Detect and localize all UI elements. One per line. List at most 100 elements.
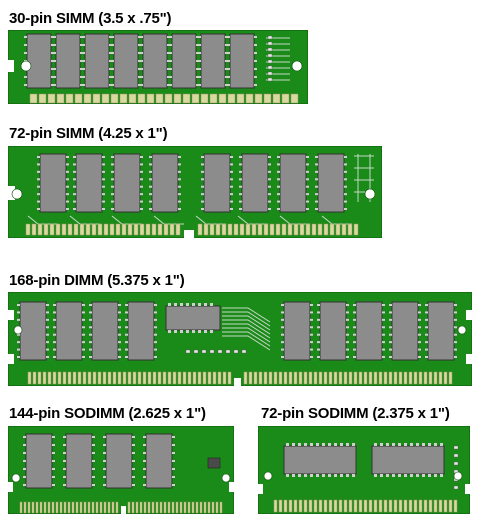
- chip-leg: [140, 208, 143, 210]
- chip-leg: [172, 460, 175, 462]
- contact-pin: [254, 93, 263, 104]
- chip-leg: [418, 356, 421, 358]
- chip-leg: [17, 311, 20, 314]
- chip-leg: [186, 303, 189, 306]
- contact-pin: [243, 371, 248, 385]
- chip-leg: [178, 156, 181, 158]
- chip-leg: [138, 68, 141, 70]
- contact-pin: [433, 371, 438, 385]
- contact-pin: [71, 501, 75, 514]
- chip-leg: [317, 311, 320, 314]
- contact-pin: [74, 93, 83, 104]
- chip-leg: [80, 68, 83, 70]
- contact-pin: [202, 371, 207, 385]
- chip-leg: [17, 318, 20, 321]
- chip-leg: [425, 333, 428, 336]
- chip-leg: [268, 170, 271, 173]
- chip-leg: [92, 436, 95, 438]
- board-notch: [229, 482, 234, 492]
- contact-pin: [200, 93, 209, 104]
- contact-pin: [175, 501, 179, 514]
- chip-leg: [23, 452, 26, 454]
- contact-pin: [109, 223, 115, 236]
- chip-leg: [53, 60, 56, 62]
- contact-pin: [227, 223, 233, 236]
- chip-leg: [154, 348, 157, 351]
- contact-pin: [245, 93, 254, 104]
- chip-leg: [196, 76, 199, 78]
- chip-leg: [132, 444, 135, 446]
- chip-leg: [239, 200, 242, 203]
- chip-leg: [315, 193, 318, 196]
- contact-pin: [408, 499, 413, 513]
- chip-leg: [386, 443, 389, 446]
- chip-leg: [353, 304, 356, 306]
- chip-leg: [169, 44, 172, 46]
- chip-leg: [102, 193, 105, 196]
- chip-leg: [382, 304, 385, 306]
- chip-leg: [125, 304, 128, 306]
- contact-pin: [38, 93, 47, 104]
- smd-component: [241, 349, 247, 354]
- simm72-module-image: [8, 146, 382, 238]
- chip-leg: [82, 36, 85, 38]
- chip-leg: [230, 200, 233, 203]
- contact-pin: [131, 501, 135, 514]
- contact-pin: [91, 223, 97, 236]
- chip-leg: [198, 330, 201, 333]
- contact-pin: [199, 501, 203, 514]
- contact-pin: [83, 93, 92, 104]
- chip-leg: [73, 208, 76, 210]
- contact-pin: [305, 223, 311, 236]
- chip-leg: [425, 348, 428, 351]
- contact-pin: [212, 371, 217, 385]
- memory-chip: [113, 33, 139, 89]
- chip-leg: [149, 156, 152, 158]
- contact-pin: [183, 501, 187, 514]
- contact-pin: [323, 223, 329, 236]
- memory-chip: [283, 301, 311, 361]
- chip-leg: [73, 193, 76, 196]
- chip-leg: [118, 341, 121, 344]
- contact-pin: [298, 499, 303, 513]
- chip-leg: [51, 84, 54, 86]
- memory-chip: [127, 301, 155, 361]
- chip-leg: [178, 170, 181, 173]
- chip-leg: [132, 452, 135, 454]
- chip-leg: [440, 443, 443, 446]
- chip-leg: [140, 52, 143, 54]
- mounting-hole: [11, 473, 21, 483]
- chip-leg: [53, 311, 56, 314]
- chip-leg: [37, 208, 40, 210]
- contact-pin: [155, 93, 164, 104]
- contact-pin: [145, 223, 151, 236]
- chip-leg: [92, 484, 95, 486]
- smd-component: [209, 349, 215, 354]
- chip-leg: [51, 36, 54, 38]
- chip-leg: [334, 474, 337, 477]
- chip-leg: [109, 36, 112, 38]
- chip-leg: [344, 170, 347, 173]
- contact-pin: [347, 223, 353, 236]
- contact-pin: [245, 223, 251, 236]
- chip-leg: [149, 170, 152, 173]
- contact-pin: [155, 501, 159, 514]
- chip-leg: [230, 170, 233, 173]
- chip-leg: [102, 156, 105, 158]
- chip-leg: [37, 200, 40, 203]
- contact-pin: [77, 371, 82, 385]
- contact-pin: [49, 223, 55, 236]
- chip-leg: [306, 170, 309, 173]
- contact-pin: [329, 223, 335, 236]
- chip-leg: [353, 326, 356, 329]
- chip-leg: [315, 156, 318, 158]
- contact-pin: [27, 501, 31, 514]
- chip-leg: [149, 163, 152, 166]
- chip-leg: [80, 52, 83, 54]
- chip-leg: [196, 84, 199, 86]
- chip-leg: [103, 452, 106, 454]
- chip-leg: [169, 68, 172, 70]
- chip-leg: [52, 452, 55, 454]
- chip-leg: [225, 84, 228, 86]
- contact-pin: [338, 499, 343, 513]
